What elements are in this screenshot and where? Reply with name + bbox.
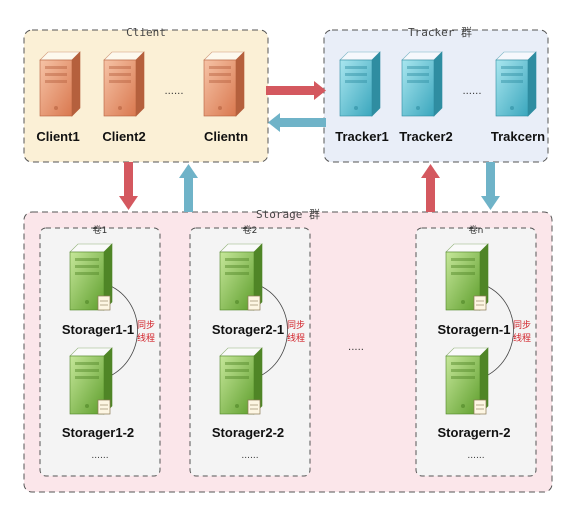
- tracker-ellipsis: ......: [462, 86, 481, 97]
- document-icon: [97, 295, 111, 311]
- sync-label-1-line1: 同步: [137, 320, 155, 331]
- client-server-icon-3: [203, 51, 245, 117]
- volume-1-more: ......: [91, 451, 108, 461]
- storage-server-icon-1-1: [69, 243, 113, 311]
- client-ellipsis: ......: [164, 86, 183, 97]
- tracker-server-icon-2: [401, 51, 443, 117]
- storage-server-icon-2-2: [219, 347, 263, 415]
- sync-link-line: [481, 283, 514, 379]
- sync-label-1-line2: 线程: [137, 332, 155, 344]
- volume-n-label: 卷n: [469, 224, 484, 236]
- clientn-label: Clientn: [204, 129, 248, 144]
- volume-2-label: 卷2: [243, 224, 258, 236]
- sync-link-line: [255, 283, 288, 379]
- client2-label: Client2: [102, 129, 145, 144]
- tracker-server-icon-3: [495, 51, 537, 117]
- tracker-group-title: Tracker 群: [408, 25, 472, 39]
- document-icon: [473, 399, 487, 415]
- tracker1-label: Tracker1: [335, 129, 389, 144]
- volume-2-more: ......: [241, 451, 258, 461]
- client-to-storage-arrow: [119, 162, 138, 210]
- client-group-title: Client: [126, 26, 166, 39]
- tracker-to-client-arrow: [268, 113, 326, 132]
- document-icon: [247, 295, 261, 311]
- storage-to-tracker-arrow: [421, 164, 440, 212]
- storage-n-1-label: Storagern-1: [438, 322, 511, 337]
- volumes-ellipsis: .....: [348, 342, 364, 353]
- trackern-label: Trakcern: [491, 129, 545, 144]
- storage-server-icon-3-2: [445, 347, 489, 415]
- storage-n-2-label: Storagern-2: [438, 425, 511, 440]
- storage-to-client-arrow: [179, 164, 198, 212]
- document-icon: [473, 295, 487, 311]
- tracker2-label: Tracker2: [399, 129, 453, 144]
- storage-1-1-label: Storager1-1: [62, 322, 134, 337]
- client-to-tracker-arrow: [266, 81, 326, 100]
- storage-1-2-label: Storager1-2: [62, 425, 134, 440]
- volume-n-more: ......: [467, 451, 484, 461]
- storage-group-title: Storage 群: [256, 207, 320, 221]
- client-server-icon-1: [39, 51, 81, 117]
- sync-label-n-line1: 同步: [513, 320, 531, 331]
- tracker-to-storage-arrow: [481, 162, 500, 210]
- storage-2-2-label: Storager2-2: [212, 425, 284, 440]
- storage-server-icon-3-1: [445, 243, 489, 311]
- client-server-icon-2: [103, 51, 145, 117]
- sync-link-line: [105, 283, 138, 379]
- sync-label-2-line1: 同步: [287, 320, 305, 331]
- document-icon: [97, 399, 111, 415]
- storage-server-icon-1-2: [69, 347, 113, 415]
- client1-label: Client1: [36, 129, 79, 144]
- sync-label-2-line2: 线程: [287, 332, 305, 344]
- document-icon: [247, 399, 261, 415]
- tracker-server-icon-1: [339, 51, 381, 117]
- storage-2-1-label: Storager2-1: [212, 322, 284, 337]
- sync-label-n-line2: 线程: [513, 332, 531, 344]
- volume-1-label: 卷1: [93, 224, 108, 236]
